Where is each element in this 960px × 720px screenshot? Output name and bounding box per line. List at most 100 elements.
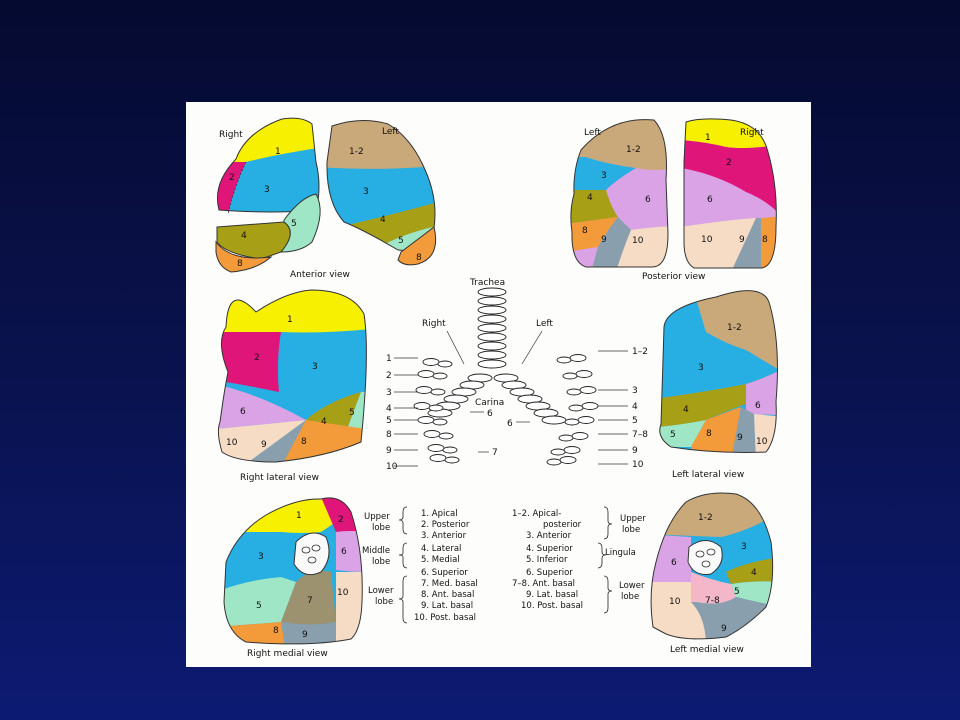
key-group-label: Upper (364, 512, 390, 522)
key-group-label: Lower (368, 586, 394, 596)
bronchi-left-label: Left (536, 319, 553, 329)
left-segmental-bronchus-ring (546, 458, 562, 466)
key-group-label: lobe (372, 523, 390, 533)
seg-label: 2 (726, 158, 732, 168)
seg-label: 3 (601, 171, 607, 181)
seg-label: 4 (380, 215, 386, 225)
trachea-ring (477, 314, 507, 324)
seg-label: 1 (275, 147, 281, 157)
key-item: posterior (543, 520, 582, 530)
left-segmental-bronchus-ring (577, 416, 595, 424)
key-item: 4. Lateral (421, 544, 461, 554)
key-item: 9. Lat. basal (421, 601, 473, 611)
segment-1-region (217, 118, 319, 166)
key-group-label: lobe (372, 557, 390, 567)
seg-label: 4 (587, 193, 593, 203)
key-item: 5. Medial (421, 555, 460, 565)
right-lateral-view: Right lateral view 1 2 3 6 4 5 10 9 8 (217, 289, 367, 483)
seg-label: 3 (698, 363, 704, 373)
seg-label: 8 (237, 259, 243, 269)
right-segmental-bronchus-ring (430, 388, 446, 396)
key-item: 1–2. Apical- (512, 509, 561, 519)
seg-label: 5 (398, 236, 404, 246)
left-lateral-lung (659, 290, 778, 453)
key-item: 4. Superior (526, 544, 573, 554)
trachea-ring (477, 359, 507, 369)
seg-label: 2 (338, 515, 344, 525)
segment-6-region (651, 534, 691, 582)
segment-key: Upper lobe Middle lobe Lower lobe 1. Api… (362, 506, 646, 624)
segment-4-region (726, 557, 773, 584)
anterior-right-lung (217, 118, 319, 213)
key-item: 6. Superior (526, 568, 573, 578)
seg-label: 3 (264, 185, 270, 195)
side-label-left: Left (584, 128, 601, 138)
seg-label: 8 (582, 226, 588, 236)
carina-label: Carina (475, 398, 504, 408)
bronchus-number-label: 6 (487, 409, 493, 419)
seg-label: 4 (321, 417, 327, 427)
bronchus-number-label: 2 (386, 371, 392, 381)
bronchial-rings (413, 287, 599, 466)
seg-label: 1-2 (727, 323, 742, 333)
seg-label: 1 (705, 133, 711, 143)
seg-label: 9 (302, 630, 308, 640)
caption-anterior: Anterior view (290, 270, 350, 280)
key-item: 9. Lat. basal (526, 590, 578, 600)
segment-1-region (218, 290, 367, 334)
key-item: 3. Anterior (526, 531, 572, 541)
bronchus-number-label: 3 (386, 388, 392, 398)
segment-9-region (731, 218, 761, 268)
bronchus-number-label: 8 (386, 430, 392, 440)
key-item: 3. Anterior (421, 531, 467, 541)
segment-8-region (570, 217, 618, 252)
right-medial-view: Right medial view 1 2 3 6 5 7 10 8 9 (223, 497, 363, 659)
segment-10-region (754, 414, 778, 453)
bronchus-number-label: 1 (386, 354, 392, 364)
key-item: 1. Apical (421, 509, 458, 519)
right-segmental-bronchus-ring (429, 454, 447, 462)
trachea-label: Trachea (469, 278, 505, 288)
seg-label: 9 (721, 624, 727, 634)
right-segmental-bronchus-ring (422, 358, 440, 366)
right-segmental-bronchus-ring (427, 444, 445, 452)
seg-label: 6 (707, 195, 713, 205)
left-segmental-bronchus-ring (566, 388, 582, 396)
key-item: 6. Superior (421, 568, 468, 578)
seg-label: 1 (296, 511, 302, 521)
left-main-bronchus-ring (541, 415, 567, 425)
segment-8-region (761, 216, 777, 268)
seg-label: 6 (645, 195, 651, 205)
segment-4-region (306, 392, 361, 432)
left-segmental-bronchus-ring (559, 456, 577, 464)
trachea-ring (477, 287, 507, 297)
segment-3-region (570, 157, 636, 190)
left-segmental-bronchus-ring (562, 372, 578, 380)
segment-10-region (616, 226, 668, 268)
posterior-right-lung (684, 118, 777, 268)
key-item: 10. Post. basal (414, 613, 476, 623)
segment-2-region (217, 162, 246, 213)
bronchi-right-label: Right (422, 319, 446, 329)
left-medial-view: Left medial view 1-2 3 6 4 5 7-8 10 9 (650, 492, 774, 655)
left-segmental-bronchus-ring (564, 418, 580, 426)
seg-label: 3 (258, 552, 264, 562)
seg-label: 5 (349, 408, 355, 418)
seg-label: 6 (755, 401, 761, 411)
seg-label: 10 (701, 235, 713, 245)
side-label-right: Right (219, 130, 243, 140)
left-lateral-view: Left lateral view 1-2 3 4 6 5 8 9 10 (659, 290, 778, 480)
seg-label: 10 (226, 438, 238, 448)
segment-8-region (397, 226, 437, 266)
seg-label: 8 (301, 437, 307, 447)
segment-5-region (224, 577, 296, 627)
right-segmental-bronchus-ring (428, 404, 444, 412)
bronchus-number-label: 4 (632, 402, 638, 412)
seg-label: 9 (601, 235, 607, 245)
side-label-right: Right (740, 128, 764, 138)
segment-4-region (570, 190, 618, 224)
bronchus-number-label: 9 (386, 446, 392, 456)
seg-label: 9 (261, 440, 267, 450)
trachea-ring (477, 305, 507, 315)
